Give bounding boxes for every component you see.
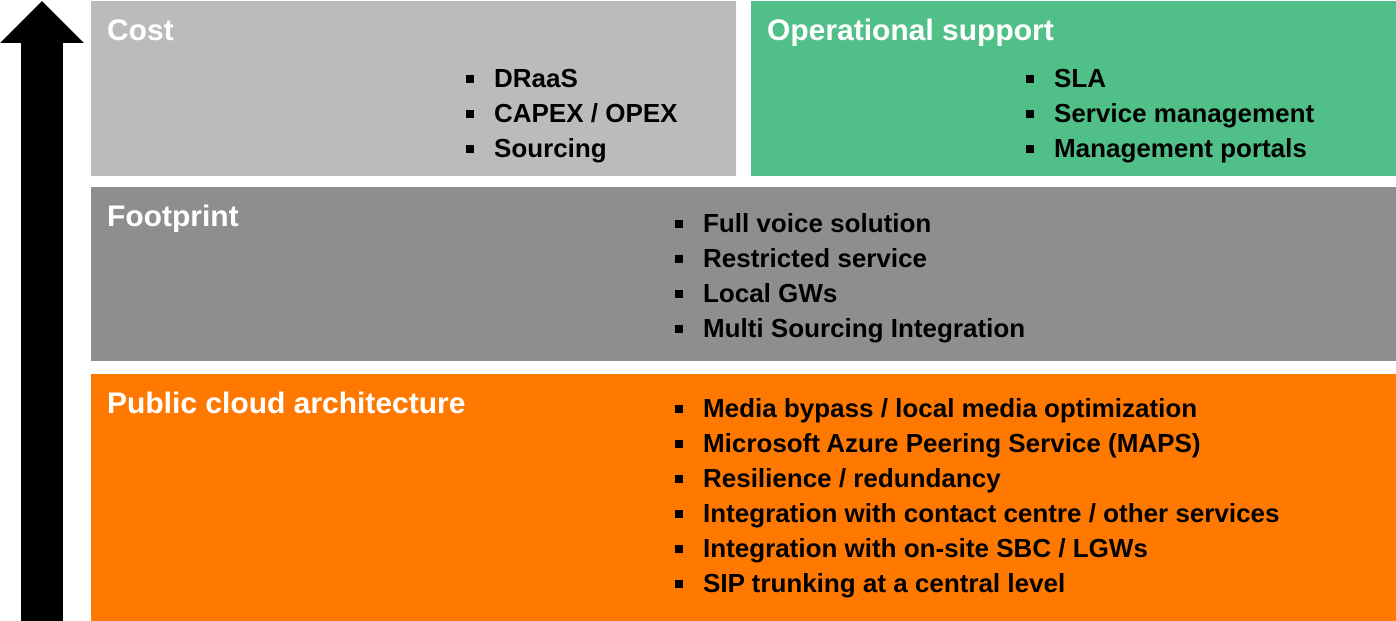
list-item: Restricted service <box>675 241 1025 276</box>
list-item: Microsoft Azure Peering Service (MAPS) <box>675 426 1279 461</box>
public-cloud-panel: Public cloud architecture Media bypass /… <box>91 374 1396 621</box>
list-item: Full voice solution <box>675 206 1025 241</box>
cost-panel: Cost DRaaS CAPEX / OPEX Sourcing <box>91 1 736 176</box>
list-item: Local GWs <box>675 276 1025 311</box>
cost-list: DRaaS CAPEX / OPEX Sourcing <box>466 61 678 166</box>
public-cloud-list: Media bypass / local media optimization … <box>675 391 1279 601</box>
cost-title: Cost <box>107 14 174 47</box>
operational-support-list: SLA Service management Management portal… <box>1026 61 1314 166</box>
public-cloud-title: Public cloud architecture <box>107 387 466 420</box>
list-item: Management portals <box>1026 131 1314 166</box>
list-item: CAPEX / OPEX <box>466 96 678 131</box>
list-item: Service management <box>1026 96 1314 131</box>
operational-support-title: Operational support <box>767 14 1054 47</box>
list-item: SLA <box>1026 61 1314 96</box>
footprint-panel: Footprint Full voice solution Restricted… <box>91 187 1396 361</box>
list-item: Integration with on-site SBC / LGWs <box>675 531 1279 566</box>
list-item: Integration with contact centre / other … <box>675 496 1279 531</box>
list-item: Resilience / redundancy <box>675 461 1279 496</box>
list-item: Media bypass / local media optimization <box>675 391 1279 426</box>
list-item: DRaaS <box>466 61 678 96</box>
operational-support-panel: Operational support SLA Service manageme… <box>751 1 1396 176</box>
footprint-list: Full voice solution Restricted service L… <box>675 206 1025 346</box>
footprint-title: Footprint <box>107 200 239 233</box>
up-arrow-icon <box>0 1 84 621</box>
list-item: Multi Sourcing Integration <box>675 311 1025 346</box>
list-item: SIP trunking at a central level <box>675 566 1279 601</box>
list-item: Sourcing <box>466 131 678 166</box>
